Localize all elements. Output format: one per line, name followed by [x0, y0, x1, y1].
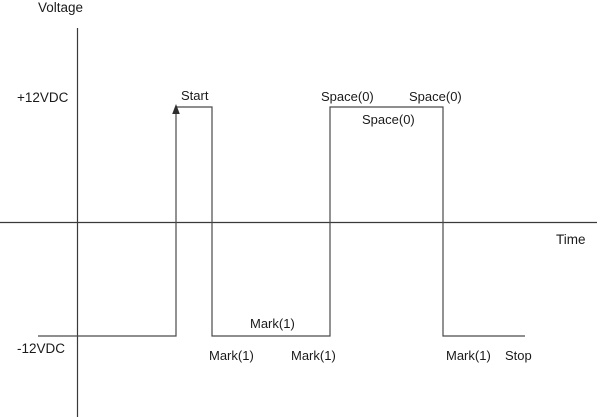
- annotation-space-inside: Space(0): [362, 112, 415, 127]
- level-high-label: +12VDC: [17, 90, 69, 105]
- level-low-label: -12VDC: [17, 341, 66, 356]
- annotation-mark-below-2: Mark(1): [291, 348, 336, 363]
- annotation-mark-below-1: Mark(1): [209, 348, 254, 363]
- annotation-mark-below-3: Mark(1): [446, 348, 491, 363]
- start-arrow-icon: [172, 104, 180, 114]
- annotation-mark-trough: Mark(1): [250, 316, 295, 331]
- voltage-axis-title: Voltage: [38, 0, 84, 15]
- annotation-space-top-left: Space(0): [321, 89, 374, 104]
- annotation-stop: Stop: [505, 348, 532, 363]
- annotation-start: Start: [181, 88, 209, 103]
- time-axis-title: Time: [556, 232, 586, 247]
- signal-waveform-path: [38, 106, 525, 337]
- annotation-space-top-right: Space(0): [409, 89, 462, 104]
